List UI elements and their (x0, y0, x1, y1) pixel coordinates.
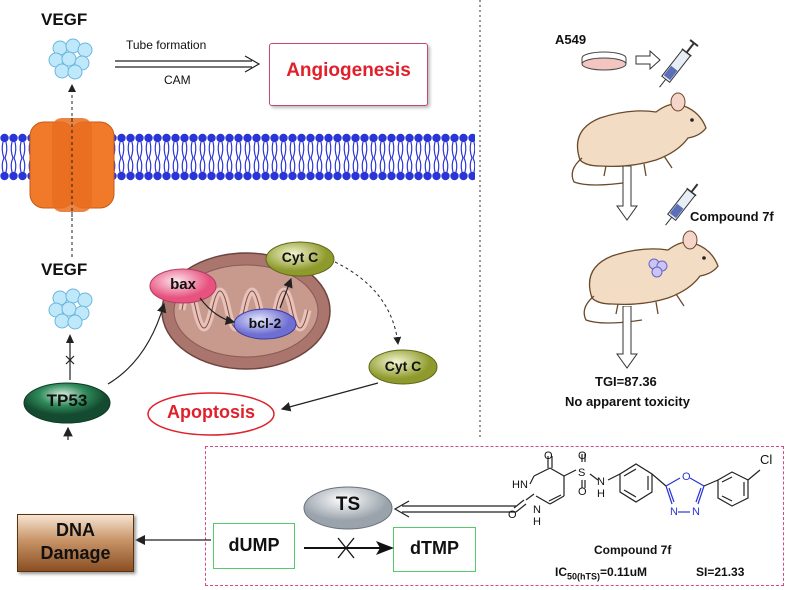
atom-hn: HN (512, 479, 528, 491)
cam-label: CAM (164, 73, 191, 87)
atom-n-ring: N (533, 504, 541, 516)
receptor-channel-icon (29, 118, 115, 212)
tgi-label: TGI=87.36 (595, 374, 657, 389)
dtmp-label: dTMP (410, 538, 459, 558)
a549-label: A549 (555, 32, 587, 47)
compound-7f-label-right: Compound 7f (690, 209, 774, 224)
angiogenesis-label: Angiogenesis (286, 60, 411, 81)
dna-damage-line1: DNA (56, 520, 95, 540)
atom-cl: Cl (760, 452, 773, 467)
apoptosis-node (147, 392, 275, 436)
ic50-value: =0.11uM (600, 565, 648, 579)
ic50-prefix: IC (555, 565, 567, 579)
tube-formation-label: Tube formation (126, 38, 207, 52)
ts-label: TS (335, 494, 361, 515)
vegf-mid-molecules-icon (48, 288, 93, 330)
si-label: SI=21.33 (696, 565, 745, 579)
atom-n2: N (692, 506, 700, 518)
arrow-to-dna-damage (135, 535, 211, 545)
vegf-mid-label: VEGF (41, 260, 88, 279)
atom-o1: O (544, 450, 553, 462)
atom-o5: O (682, 471, 691, 483)
atom-n-sulfonamide: N (597, 476, 605, 488)
ts-node (303, 486, 393, 530)
rat-icon-after (583, 230, 719, 324)
bax-node (149, 268, 217, 304)
syringe-icon (665, 183, 699, 226)
atom-h-sulfonamide: H (597, 488, 605, 500)
cytc-top-node (265, 241, 335, 277)
ic50-label: IC50(hTS)=0.11uM (555, 565, 647, 581)
down-arrow-2 (616, 306, 638, 369)
atom-o4: O (578, 486, 587, 498)
rat-icon-before (571, 92, 707, 186)
tp53-label: TP53 (46, 391, 88, 410)
atom-o3: O (578, 450, 587, 462)
vegf-top-molecules-icon (48, 38, 93, 80)
atom-h-ring: H (533, 516, 541, 528)
ts-inhibition-panel (205, 446, 784, 586)
dtmp-box (393, 527, 476, 572)
dna-damage-box (17, 514, 134, 572)
cell-membrane (0, 118, 475, 218)
tp53-node (23, 382, 111, 424)
dump-box (213, 523, 295, 569)
cytc-top-label: Cyt C (281, 249, 319, 265)
compound-7f-label-bottom: Compound 7f (594, 543, 672, 557)
down-arrow-1 (616, 166, 638, 221)
angiogenesis-box (269, 43, 428, 106)
atom-o2: O (508, 509, 517, 521)
dashed-arrow-up (68, 84, 76, 122)
cytc-right-node (368, 349, 438, 385)
toxicity-label: No apparent toxicity (565, 394, 690, 409)
cytc-right-label: Cyt C (384, 358, 422, 374)
compound-7f-structure (513, 454, 761, 513)
blocked-arrow-dump-dtmp (304, 537, 394, 559)
bax-label: bax (170, 276, 196, 293)
ic50-subscript: 50(hTS) (567, 571, 601, 582)
double-arrow-to-ts (393, 500, 516, 518)
dashed-line-membrane-to-vegf (71, 212, 73, 258)
dna-damage-line2: Damage (40, 543, 111, 563)
atom-n1: N (670, 506, 678, 518)
dump-label: dUMP (228, 535, 280, 555)
double-arrow-to-angiogenesis (115, 55, 261, 73)
apoptosis-arrows (63, 261, 402, 440)
vegf-top-label: VEGF (41, 10, 88, 29)
blocked-arrow-tp53-vegf (65, 334, 75, 380)
apoptosis-label: Apoptosis (167, 402, 255, 422)
atom-s: S (578, 467, 586, 479)
petri-dish-syringe-icon (581, 39, 699, 88)
tumor-icon (648, 258, 668, 278)
bcl2-label: bcl-2 (248, 315, 282, 331)
